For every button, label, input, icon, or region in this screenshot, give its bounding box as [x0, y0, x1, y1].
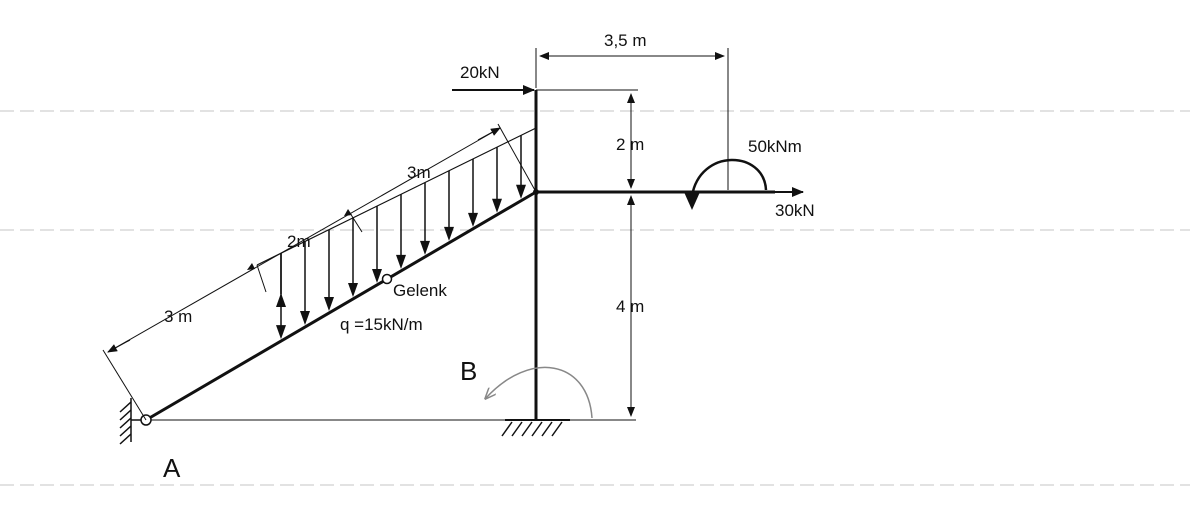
- support-b-fixed: [501, 419, 570, 437]
- load-arrowhead-icon: [300, 311, 310, 326]
- hinge-icon: [381, 273, 393, 285]
- load-top-line: [256, 127, 537, 266]
- dim-3m-upper: 3m: [407, 163, 431, 182]
- load-arrowhead-icon: [396, 254, 406, 269]
- incline-dimensions: [102, 123, 537, 421]
- dim-top-label: 3,5 m: [604, 31, 647, 50]
- dim-2m-left: 2m: [287, 232, 311, 251]
- support-b-label: B: [460, 356, 477, 386]
- support-a-pin: [119, 398, 152, 445]
- load-arrowhead-icon: [372, 268, 382, 283]
- load-label: q =15kN/m: [340, 315, 423, 334]
- load-arrowhead-icon: [324, 297, 334, 312]
- load-arrowhead-icon: [444, 226, 454, 241]
- distributed-load: [256, 127, 537, 307]
- load-arrowhead-icon: [276, 325, 286, 340]
- moment-arrowhead-icon: [684, 192, 700, 210]
- load-arrowhead-icon: [348, 282, 358, 297]
- hinge-label: Gelenk: [393, 281, 447, 300]
- moment-50knm-arc: [690, 158, 768, 197]
- load-arrows: [276, 135, 526, 340]
- dim-top-horizontal: [535, 48, 729, 190]
- inclined-beam: [145, 190, 537, 422]
- support-a-label: A: [163, 453, 181, 483]
- load-arrowhead-icon: [516, 184, 526, 199]
- support-b-moment-arc: [486, 366, 593, 419]
- paper-rules: [0, 110, 1190, 486]
- dim-2m-right: 2 m: [616, 135, 644, 154]
- moment-label: 50kNm: [748, 137, 802, 156]
- load-arrowhead-icon: [420, 240, 430, 255]
- load-arrowhead-icon: [468, 212, 478, 227]
- dim-4m: 4 m: [616, 297, 644, 316]
- dim-3m-left: 3 m: [164, 307, 192, 326]
- force-30kn-label: 30kN: [775, 201, 815, 220]
- load-arrowhead-icon: [492, 198, 502, 213]
- force-20kn-label: 20kN: [460, 63, 500, 82]
- dim-right-vertical: [536, 89, 638, 417]
- frame-structure: [145, 90, 775, 422]
